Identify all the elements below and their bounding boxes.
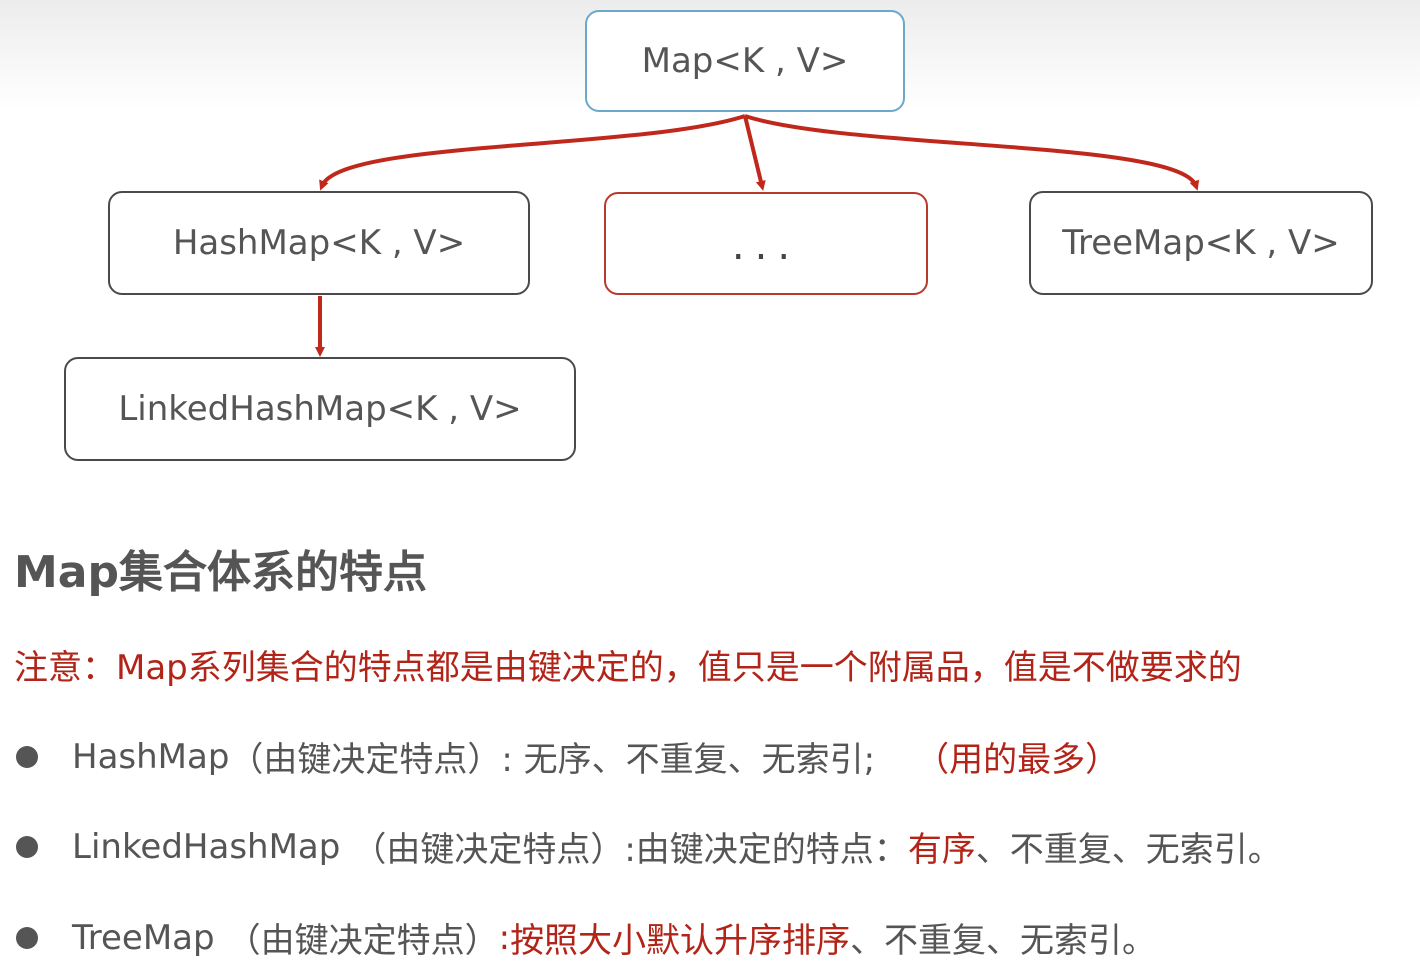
bullet-linkedhashmap-paren: （由键决定特点） [352,830,625,870]
bullet-treemap-colon: : [498,917,511,958]
bullet-treemap: TreeMap （由键决定特点） : 按照大小默认升序排序 、不重复、无索引。 [14,913,1156,962]
treemap-node: TreeMap<K , V> [1029,191,1373,295]
bullet-linkedhashmap-desc-suffix: 、不重复、无索引。 [975,830,1282,870]
bullet-dot [16,745,38,768]
bullet-hashmap-paren: （由键决定特点） [229,740,502,780]
bullet-treemap-desc-suffix: 、不重复、无索引。 [850,921,1157,961]
arrow-map-to-treemap [744,114,1200,191]
map-root-label: Map<K , V> [641,41,849,81]
bullet-dot [16,835,38,858]
bullet-treemap-paren: （由键决定特点） [226,921,499,961]
bullet-hashmap-name: HashMap [72,736,230,777]
treemap-label: TreeMap<K , V> [1062,223,1340,263]
bullet-dot [16,926,38,949]
ellipsis-node: ... [604,192,928,295]
bullet-hashmap-highlight: （用的最多） [915,740,1120,780]
arrow-map-to-ellipsis [743,115,766,191]
section-note: 注意：Map系列集合的特点都是由键决定的，值只是一个附属品，值是不做要求的 [14,648,1242,688]
bullet-hashmap: HashMap （由键决定特点） : 无序、不重复、无索引; （用的最多） [14,732,1119,781]
bullet-linkedhashmap: LinkedHashMap （由键决定特点） :由键决定的特点： 有序 、不重复… [14,822,1282,871]
bullet-treemap-highlight: 按照大小默认升序排序 [510,921,851,961]
arrow-map-to-hashmap [319,114,746,191]
bullet-treemap-name: TreeMap [72,917,215,958]
linkedhashmap-label: LinkedHashMap<K , V> [118,389,522,429]
bullet-linkedhashmap-name: LinkedHashMap [72,826,341,867]
hashmap-node: HashMap<K , V> [108,191,530,295]
hashmap-label: HashMap<K , V> [172,223,466,263]
ellipsis-label: ... [731,222,801,269]
bullet-linkedhashmap-highlight: 有序 [907,830,976,870]
map-root-node: Map<K , V> [585,10,905,112]
bullet-hashmap-desc: : 无序、不重复、无索引; [501,740,876,780]
section-heading: Map集合体系的特点 [14,547,427,598]
bullet-linkedhashmap-desc-prefix: :由键决定的特点： [624,830,908,870]
linkedhashmap-node: LinkedHashMap<K , V> [64,357,576,461]
